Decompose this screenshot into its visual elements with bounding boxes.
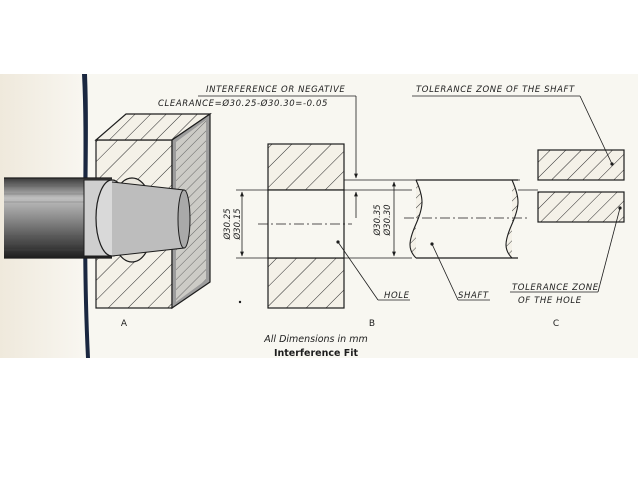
units-caption: All Dimensions in mm [263,334,367,345]
shaft-inserted-part [111,181,185,257]
shaft-side-view: SHAFT [404,179,530,301]
interference-text-line2: CLEARANCE=Ø30.25-Ø30.30=-0.05 [158,98,328,109]
figure-a-label: A [121,319,128,329]
hole-dim-lower: Ø30.15 [232,208,243,240]
figure-b: Ø30.25 Ø30.15 Ø30.35 Ø30.30 HOLE B [198,95,520,329]
interference-text-line1: INTERFERENCE OR NEGATIVE [206,85,345,95]
hole-block-lower [267,257,345,309]
tolerance-hole-text-line1: TOLERANCE ZONE [512,283,599,293]
tolerance-hole-text-line2: OF THE HOLE [518,296,582,306]
tolerance-zone-hole-bar [537,191,625,223]
shaft-dim-lower: Ø30.30 [382,204,393,236]
shaft-dim-upper: Ø30.35 [372,204,383,236]
figure-c: C [412,95,625,329]
tolerance-shaft-text: TOLERANCE ZONE OF THE SHAFT [416,85,575,95]
stray-dot [238,300,242,304]
tolerance-zone-shaft-bar [537,149,625,181]
shaft-label: SHAFT [458,291,489,301]
shaft-break-left [409,179,423,259]
figure-c-label: C [553,319,559,329]
figure-b-label: B [369,319,375,329]
shaft-break-right [505,179,519,259]
hole-block-upper [267,143,345,191]
hole-dim-upper: Ø30.25 [222,208,233,240]
figure-a: A [4,112,212,329]
diagram-title: Interference Fit [274,348,359,359]
block-side-texture [176,120,206,302]
hole-label: HOLE [384,291,410,301]
